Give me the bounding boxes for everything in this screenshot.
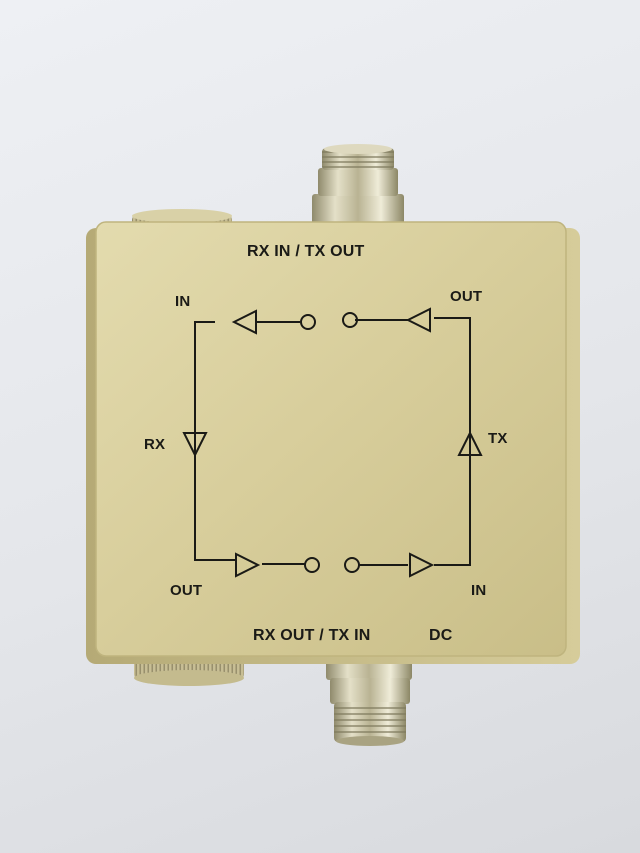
tx-label: TX: [488, 430, 508, 447]
connector-top-icon: [312, 144, 404, 230]
tx-out-label: OUT: [450, 288, 483, 305]
rx-out-label: OUT: [170, 582, 203, 599]
tx-in-label: IN: [471, 582, 487, 599]
schematic: [194, 312, 471, 573]
connector-bottom-icon: [326, 650, 412, 746]
rx-label: RX: [144, 436, 166, 453]
bottom-port-label: RX OUT / TX IN: [253, 627, 371, 644]
housing: [86, 221, 580, 664]
amplifier-triangle-icon: [182, 307, 483, 578]
rx-in-label: IN: [175, 293, 191, 310]
top-port-label: RX IN / TX OUT: [247, 243, 365, 260]
dc-label: DC: [429, 627, 453, 644]
